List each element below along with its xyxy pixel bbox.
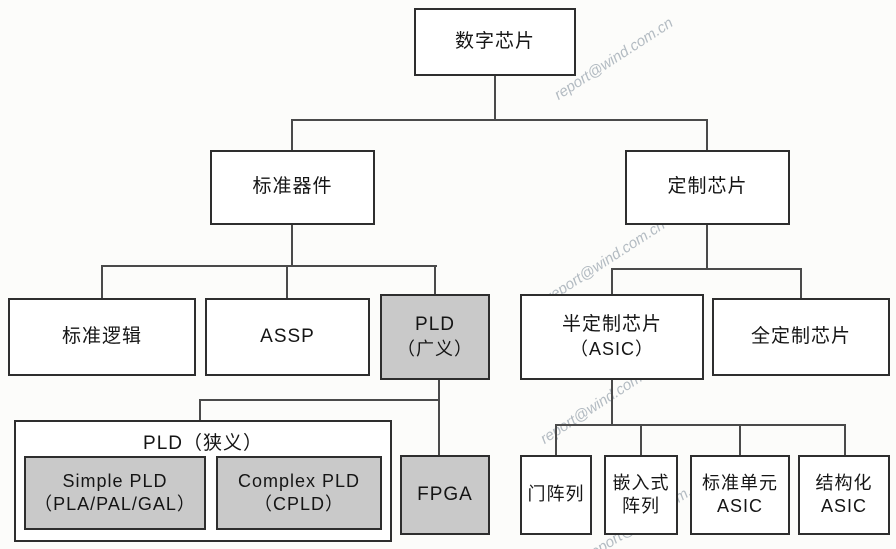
group-title: PLD（狭义） [143, 433, 263, 454]
node-sublabel: ASIC [716, 496, 763, 516]
node-sublabel: （ASIC） [569, 338, 654, 359]
node-sublabel: 阵列 [622, 496, 660, 516]
connector [555, 424, 557, 456]
node-label: 数字芯片 [454, 30, 535, 52]
connector [555, 424, 846, 426]
node-label: Complex PLD [237, 470, 361, 491]
node-sublabel: （CPLD） [253, 494, 344, 514]
connector [199, 399, 201, 421]
node-label: ASSP [260, 325, 315, 347]
connector [434, 265, 436, 295]
node-digital-chip: 数字芯片 [414, 8, 576, 76]
connector [291, 225, 293, 266]
node-custom-chips: 定制芯片 [625, 150, 790, 225]
node-label: 标准器件 [252, 176, 333, 198]
connector [438, 380, 440, 455]
node-standard-logic: 标准逻辑 [8, 298, 196, 376]
node-label: Simple PLD [62, 470, 168, 491]
node-standard-devices: 标准器件 [210, 150, 375, 225]
node-embedded-array: 嵌入式 阵列 [604, 455, 678, 535]
node-fpga: FPGA [400, 455, 490, 535]
connector [291, 119, 293, 152]
connector [844, 424, 846, 456]
node-label: 全定制芯片 [750, 325, 851, 347]
connector [640, 424, 642, 456]
node-label: FPGA [417, 483, 473, 505]
node-sublabel: （广义） [397, 338, 473, 359]
node-label: 标准逻辑 [61, 325, 142, 347]
node-label: 半定制芯片 [561, 313, 662, 335]
node-structured-asic: 结构化 ASIC [798, 455, 890, 535]
node-label: PLD [415, 313, 455, 335]
connector [199, 399, 440, 401]
connector [739, 424, 741, 456]
node-label: 结构化 [815, 472, 873, 493]
connector [101, 265, 103, 299]
connector [800, 268, 802, 299]
node-full-custom: 全定制芯片 [712, 298, 890, 376]
node-pld-broad: PLD （广义） [380, 294, 490, 380]
node-standard-cell-asic: 标准单元 ASIC [690, 455, 790, 535]
connector [611, 268, 802, 270]
node-sublabel: ASIC [820, 496, 867, 516]
connector [706, 225, 708, 269]
node-label: 定制芯片 [667, 176, 748, 198]
connector [611, 268, 613, 295]
connector [291, 119, 708, 121]
node-simple-pld: Simple PLD （PLA/PAL/GAL） [24, 456, 206, 530]
node-label: 门阵列 [527, 484, 585, 505]
connector [286, 265, 288, 299]
node-label: 标准单元 [702, 472, 778, 493]
connector [101, 265, 437, 267]
node-gate-array: 门阵列 [520, 455, 592, 535]
node-label: 嵌入式 [612, 472, 670, 493]
connector [494, 76, 496, 120]
watermark: report@wind.com.cn [543, 216, 669, 306]
node-sublabel: （PLA/PAL/GAL） [34, 494, 196, 514]
connector [706, 119, 708, 152]
node-semi-custom-asic: 半定制芯片 （ASIC） [520, 294, 704, 380]
node-assp: ASSP [205, 298, 370, 376]
node-complex-pld: Complex PLD （CPLD） [216, 456, 382, 530]
connector [611, 380, 613, 426]
